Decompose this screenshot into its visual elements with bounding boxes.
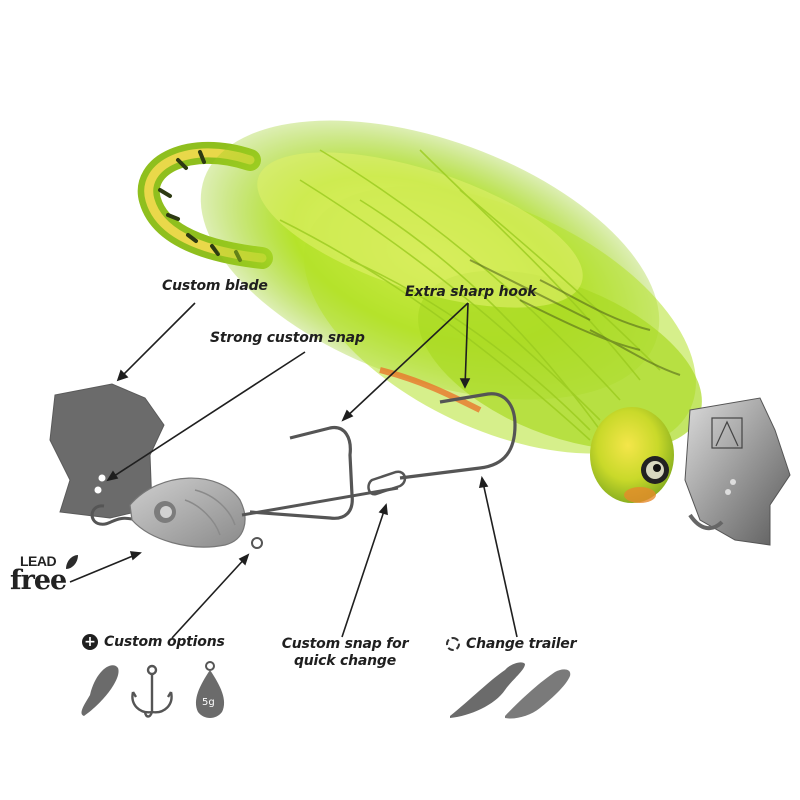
callout-arrows — [69, 302, 518, 639]
custom-snap-label: Custom snap for quick change — [280, 636, 410, 670]
free-text: free — [10, 565, 67, 596]
diagram-snap — [90, 504, 137, 526]
custom-snap-line1: Custom snap for — [281, 636, 409, 652]
hook-2 — [399, 392, 517, 480]
spinner-diagram — [49, 383, 517, 549]
lure-photo — [137, 120, 791, 546]
photo-blade — [684, 397, 791, 546]
leaf-icon — [66, 555, 78, 569]
refresh-icon — [446, 637, 460, 651]
weight-tag: 5g — [202, 697, 215, 708]
custom-blade-label: Custom blade — [162, 278, 268, 294]
spoon-blade-icon — [81, 665, 119, 716]
treble-hook-icon — [131, 664, 173, 718]
lead-free-logo: LEAD free — [6, 553, 86, 603]
hook-1 — [249, 426, 354, 520]
extra-sharp-hook-label: Extra sharp hook — [405, 284, 537, 300]
lead-text: LEAD — [20, 553, 57, 569]
custom-snap-line2: quick change — [293, 653, 397, 669]
plus-icon: + — [82, 634, 98, 650]
change-trailer-text: Change trailer — [466, 636, 577, 652]
strong-custom-snap-label: Strong custom snap — [210, 330, 365, 346]
custom-options-text: Custom options — [104, 634, 225, 650]
diagram-head — [129, 477, 246, 548]
weight-icon — [195, 661, 225, 718]
diagram-shaft — [241, 486, 399, 517]
change-trailer-label: Change trailer — [446, 636, 576, 652]
custom-options-label: + Custom options — [82, 634, 225, 650]
trailer-icon — [450, 662, 571, 719]
quick-snap — [367, 470, 407, 496]
